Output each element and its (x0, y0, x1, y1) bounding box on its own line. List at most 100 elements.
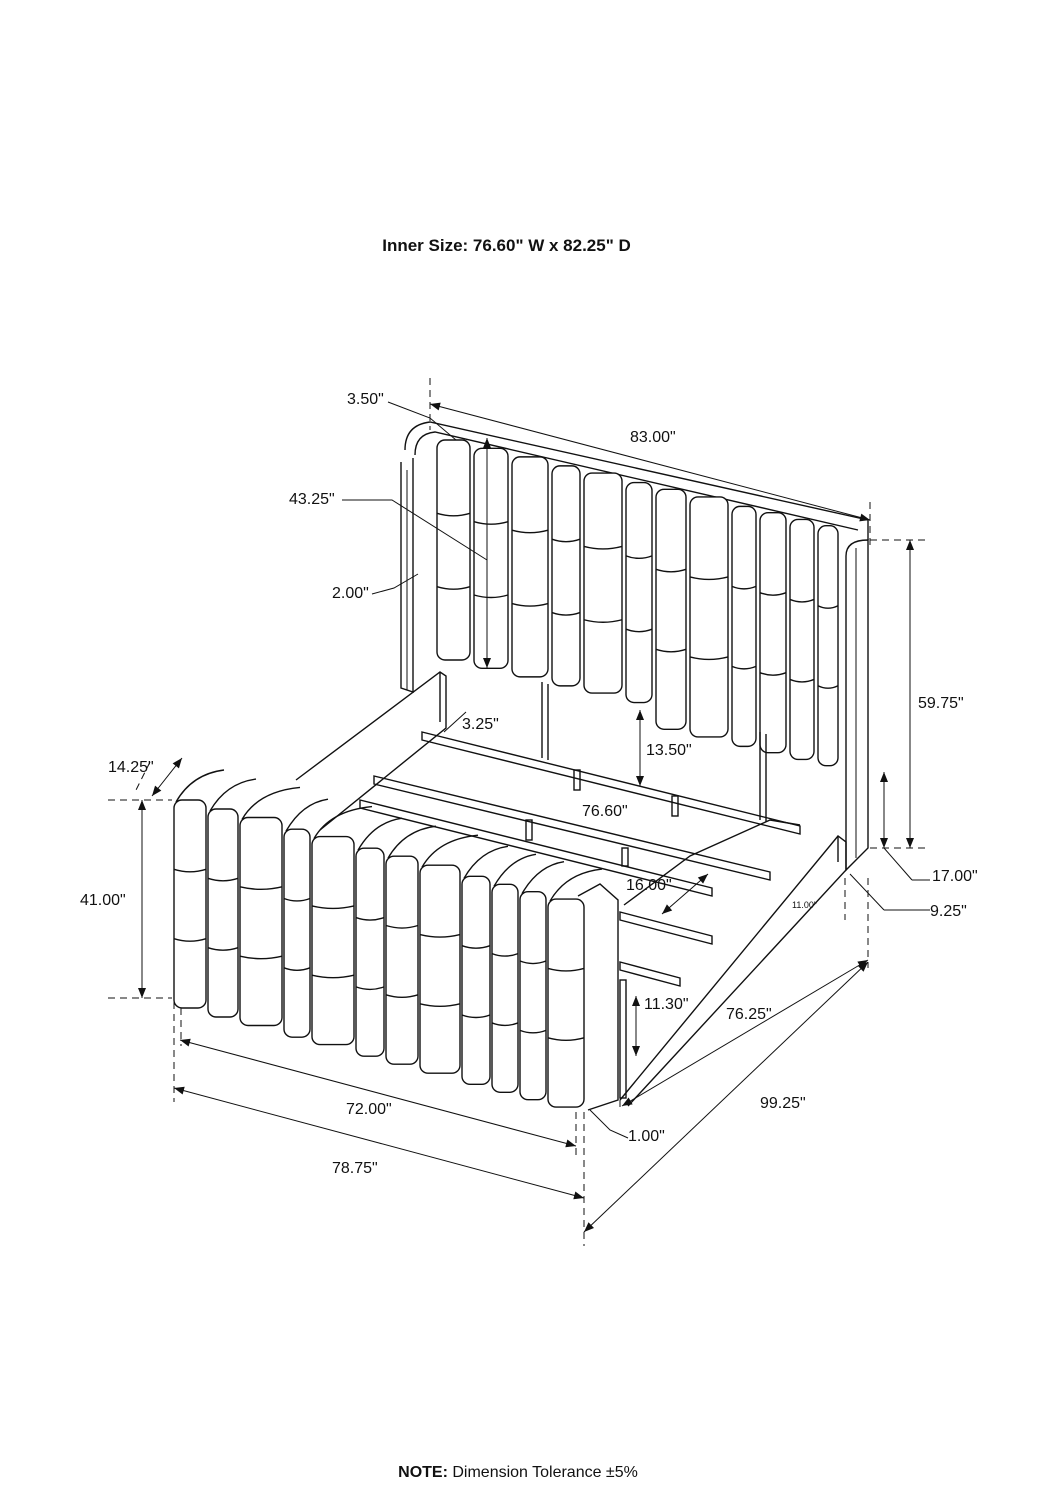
footboard-tuft (461, 1014, 491, 1019)
headboard-channel (511, 456, 549, 678)
dim-headboard-width: 83.00" (630, 429, 676, 446)
footboard-channel (283, 828, 311, 1038)
arrowhead (636, 710, 644, 720)
footboard-channel (461, 875, 491, 1086)
arrowhead (573, 1191, 584, 1200)
arrowhead (622, 1097, 633, 1106)
footboard-roll (285, 798, 329, 832)
dim-leg-clearance: 11.30" (644, 996, 689, 1013)
headboard-tuft (817, 685, 839, 689)
footboard-tuft (173, 868, 207, 873)
headboard-tuft (731, 665, 757, 670)
bed-frame (295, 671, 847, 1107)
footboard-roll (313, 805, 373, 839)
dimension-lines (108, 378, 930, 1246)
headboard-channel (731, 505, 757, 748)
headboard-tuft (511, 529, 549, 534)
headboard-tuft (655, 648, 687, 653)
dim-rail-height: 17.00" (932, 868, 978, 885)
footboard-tuft (207, 877, 239, 882)
footboard-roll (549, 868, 603, 902)
footboard-cushions (173, 769, 603, 1108)
note-text: Dimension Tolerance ±5% (447, 1464, 638, 1481)
footboard-channel (173, 799, 207, 1009)
footboard-tuft (519, 960, 547, 965)
headboard-tuft (759, 592, 787, 596)
footboard-tuft (461, 944, 491, 949)
headboard-channel (436, 439, 471, 661)
arrowhead (172, 758, 182, 769)
dim-slat-offset: 3.25" (462, 716, 499, 733)
footboard-tuft (207, 947, 239, 951)
footboard-roll (463, 845, 509, 879)
footboard-tuft (491, 952, 519, 957)
headboard-channel (625, 481, 653, 704)
headboard-tuft (511, 602, 549, 607)
headboard-tuft (817, 605, 839, 609)
dim-headboard-total-height: 59.75" (918, 695, 964, 712)
footboard (173, 769, 619, 1111)
footboard-tuft (385, 924, 419, 929)
headboard-channel (789, 518, 815, 761)
arrowhead (138, 988, 146, 998)
headboard-tuft (436, 512, 471, 517)
headboard-tuft (583, 619, 623, 623)
dim-inner-width: 76.60" (582, 803, 628, 820)
headboard-tuft (436, 585, 471, 590)
footboard-channel (385, 855, 419, 1065)
arrowhead (483, 438, 491, 448)
dim-side-length: 76.25" (726, 1006, 772, 1023)
footboard-tuft (355, 986, 385, 991)
arrowhead (859, 513, 870, 522)
dim-leg-height: 1.00" (628, 1128, 665, 1145)
dim-overall-width: 78.75" (332, 1160, 378, 1177)
footboard-tuft (355, 916, 385, 921)
footboard-tuft (419, 933, 461, 938)
arrowhead (584, 1222, 595, 1232)
footboard-roll (387, 825, 437, 859)
footboard-tuft (491, 1022, 519, 1027)
arrowhead (180, 1038, 191, 1047)
footboard-roll (421, 834, 479, 868)
arrowhead (565, 1139, 576, 1148)
dim-slat-gap-height: 13.50" (646, 742, 692, 759)
footboard-channel (491, 883, 519, 1093)
dim-inner-length: 72.00" (346, 1101, 392, 1118)
footboard-roll (175, 769, 225, 803)
footboard-channel (311, 835, 355, 1046)
arrowhead (906, 838, 914, 848)
arrowhead (483, 658, 491, 668)
note-label: NOTE: (398, 1464, 448, 1481)
footboard-tuft (311, 974, 355, 979)
headboard-channel (689, 496, 729, 738)
headboard-tuft (689, 656, 729, 661)
arrowhead (857, 962, 868, 972)
footboard-tuft (385, 994, 419, 999)
footboard-tuft (283, 967, 311, 972)
inner-size-title: Inner Size: 76.60" W x 82.25" D (382, 236, 631, 255)
footboard-channel (547, 898, 585, 1108)
footboard-channel (519, 890, 547, 1101)
headboard-tuft (689, 576, 729, 581)
headboard-tuft (759, 672, 787, 676)
arrowheads (138, 402, 914, 1232)
headboard (400, 421, 869, 872)
headboard-tuft (789, 598, 815, 603)
footboard-roll (209, 778, 257, 812)
arrowhead (152, 785, 162, 796)
dim-rail-small: 11.00" (792, 900, 818, 910)
headboard-tuft (789, 678, 815, 683)
dim-footboard-depth: 14.25" (108, 759, 154, 776)
arrowhead (632, 1046, 640, 1056)
footboard-tuft (547, 1037, 585, 1041)
arrowhead (906, 540, 914, 550)
arrowhead (430, 402, 441, 411)
arrowhead (174, 1086, 185, 1095)
headboard-cushions (436, 439, 839, 767)
arrowhead (880, 772, 888, 782)
dim-footboard-height: 41.00" (80, 892, 126, 909)
headboard-channel (655, 488, 687, 730)
tolerance-note: NOTE: Dimension Tolerance ±5% (0, 1464, 1036, 1482)
